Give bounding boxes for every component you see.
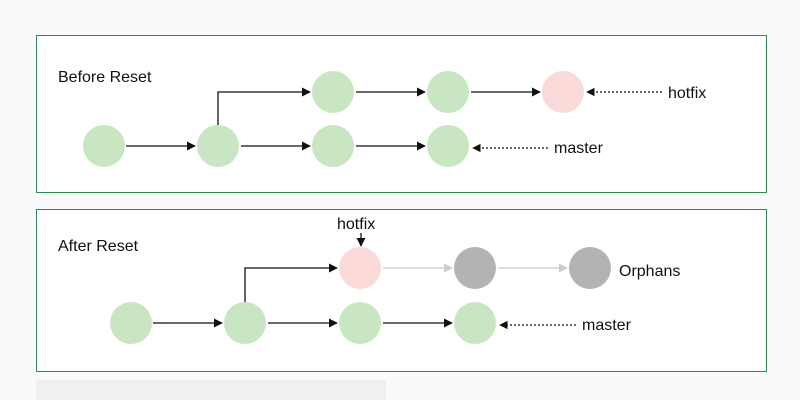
commit-node-hotfix-tip	[542, 71, 584, 113]
master-label-after: master	[582, 317, 632, 334]
commit-node	[312, 125, 354, 167]
commit-node	[224, 302, 266, 344]
commit-node	[312, 71, 354, 113]
after-reset-title: After Reset	[58, 238, 139, 255]
before-reset-title: Before Reset	[58, 69, 152, 86]
footer-strip	[36, 380, 386, 400]
commit-node	[454, 302, 496, 344]
commit-node-hotfix	[339, 247, 381, 289]
before-reset-panel	[36, 35, 767, 193]
hotfix-label: hotfix	[668, 85, 706, 102]
hotfix-label-after: hotfix	[337, 216, 375, 233]
master-label: master	[554, 140, 604, 157]
commit-node	[110, 302, 152, 344]
commit-node	[427, 125, 469, 167]
commit-node	[197, 125, 239, 167]
commit-node	[427, 71, 469, 113]
orphans-label: Orphans	[619, 263, 680, 280]
orphan-commit-node	[569, 247, 611, 289]
after-reset-panel	[36, 209, 767, 372]
commit-node	[83, 125, 125, 167]
edge-a2-a3	[244, 263, 338, 302]
edge-b2-b3	[217, 87, 311, 125]
commit-node	[339, 302, 381, 344]
orphan-commit-node	[454, 247, 496, 289]
